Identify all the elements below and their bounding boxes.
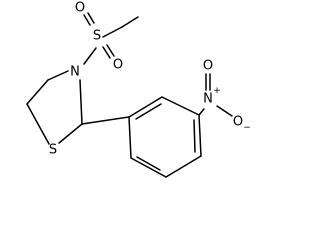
bond-c2-phenyl	[81, 116, 130, 125]
atom-label-n-nitro: N	[203, 92, 213, 107]
bond-ar-n-nitro	[198, 108, 205, 116]
sulfonyl-group	[83, 12, 139, 65]
bond-s-n	[83, 47, 97, 65]
bond-ar-inner-1	[135, 103, 162, 120]
atom-label-o-sulfonyl-top: O	[75, 1, 85, 16]
bond-n-c4	[47, 70, 69, 81]
bond-ar-5-6	[130, 157, 167, 178]
bond-s-c2	[58, 123, 83, 144]
bond-ar-1-2	[128, 96, 163, 118]
phenyl-ring	[128, 96, 202, 178]
charge-label-o-nitro: −	[243, 123, 251, 133]
bond-s-o-top-a	[83, 14, 91, 26]
nitro-group	[198, 73, 233, 117]
bond-ar-3-4	[198, 114, 202, 157]
bond-s-o-bottom-b	[106, 44, 115, 57]
bond-ar-2-3	[161, 96, 200, 116]
atom-label-s-sulfonyl: S	[93, 29, 101, 44]
bond-methyl-end	[121, 16, 139, 28]
bond-c2-n	[79, 79, 83, 125]
atom-label-o-nitro-right: O	[233, 115, 243, 130]
bond-ar-6-1	[128, 116, 132, 159]
bond-ar-inner-3	[136, 156, 161, 171]
atom-label-n-ring: N	[70, 65, 80, 80]
bond-s-o-top-b	[87, 12, 95, 24]
bond-s-o-bottom-a	[102, 46, 111, 59]
chemical-structure-drawing: S O O N S N + O O −	[26, 1, 251, 178]
atom-label-o-sulfonyl-bottom: O	[113, 58, 123, 73]
thiazolidine-ring	[26, 70, 83, 145]
bond-c5-s	[26, 103, 50, 145]
bond-s-methyl	[102, 26, 123, 38]
bond-ar-4-5	[165, 155, 202, 178]
bond-n-o-right	[216, 105, 233, 117]
charge-label-n-nitro: +	[213, 86, 221, 96]
atom-label-o-nitro-top: O	[203, 59, 213, 74]
bond-ar-inner-2	[193, 119, 196, 153]
atom-label-s-ring: S	[49, 143, 57, 158]
bond-c4-c5	[26, 79, 49, 105]
